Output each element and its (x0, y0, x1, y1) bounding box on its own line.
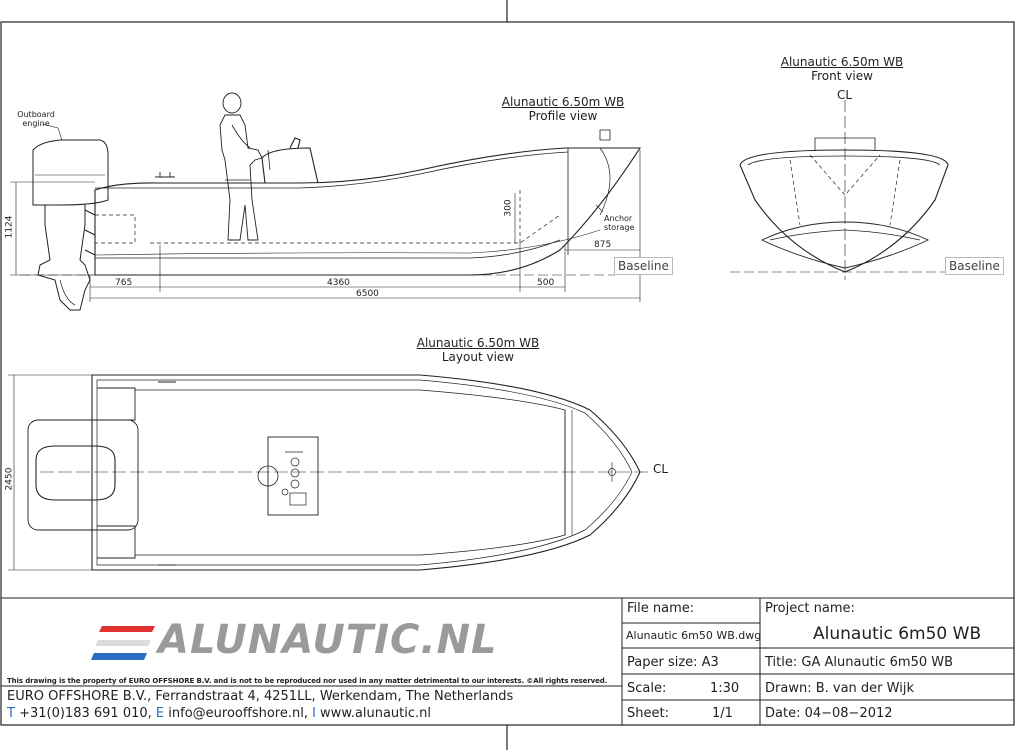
front-subtitle: Front view (811, 69, 873, 83)
copyright-notice: This drawing is the property of EURO OFF… (7, 677, 608, 685)
sheet-label: Sheet: (627, 706, 669, 721)
scale-label: Scale: (627, 681, 667, 696)
company-address: EURO OFFSHORE B.V., Ferrandstraat 4, 425… (7, 689, 514, 704)
outboard-engine (32, 139, 109, 311)
dim-765: 765 (115, 278, 133, 288)
front-cl-label: CL (837, 88, 853, 102)
layout-subtitle: Layout view (441, 350, 515, 364)
layout-title: Alunautic 6.50m WB (416, 336, 540, 350)
file-name-value: Alunautic 6m50 WB.dwg (626, 629, 762, 642)
dim-4360: 4360 (327, 278, 350, 288)
drawn-by: Drawn: B. van der Wijk (765, 681, 914, 696)
email: info@eurooffshore.nl, (164, 706, 308, 721)
layout-view-title: Alunautic 6.50m WB Layout view (393, 336, 563, 364)
email-prefix: E (151, 706, 165, 721)
date: Date: 04−08−2012 (765, 706, 893, 721)
front-title: Alunautic 6.50m WB (780, 55, 904, 69)
hull-profile (94, 147, 642, 276)
sheet-value: 1/1 (712, 706, 733, 721)
project-name-label: Project name: (765, 601, 855, 616)
title-value: Title: GA Alunautic 6m50 WB (765, 655, 954, 670)
front-view-title: Alunautic 6.50m WB Front view (757, 55, 927, 83)
company-contact: T +31(0)183 691 010, E info@eurooffshore… (7, 706, 431, 721)
front-baseline-label: Baseline (945, 257, 1004, 275)
dim-875: 875 (594, 240, 612, 250)
anchor-storage-label: Anchor storage (604, 214, 635, 232)
project-name-value: Alunautic 6m50 WB (813, 624, 982, 644)
phone: +31(0)183 691 010, (14, 706, 152, 721)
console-profile (261, 147, 319, 184)
dim-height: 1124 (4, 215, 15, 239)
profile-title: Alunautic 6.50m WB (501, 95, 625, 109)
dim-500: 500 (537, 278, 555, 288)
profile-dimensions (10, 123, 641, 302)
title-block-grid (1, 597, 1014, 725)
dim-6500: 6500 (356, 289, 379, 299)
phone-prefix: T (7, 706, 15, 721)
outboard-engine-label: Outboard engine (17, 110, 55, 128)
logo-stripes (91, 626, 155, 660)
dim-300: 300 (503, 199, 514, 217)
website: www.alunautic.nl (315, 706, 431, 721)
company-logo: alunautic.nl (158, 617, 498, 663)
paper-size: Paper size: A3 (627, 655, 719, 670)
scale-value: 1:30 (710, 681, 740, 696)
profile-view-title: Alunautic 6.50m WB Profile view (478, 95, 648, 123)
profile-baseline-label: Baseline (614, 257, 673, 275)
profile-view (32, 92, 642, 311)
web-prefix: I (307, 706, 316, 721)
drawing-frame (0, 21, 1015, 726)
layout-view (8, 374, 650, 571)
layout-cl-label: CL (653, 462, 669, 476)
person-figure (219, 92, 263, 241)
profile-subtitle: Profile view (528, 109, 598, 123)
front-view (730, 100, 949, 280)
dim-beam: 2450 (4, 467, 15, 491)
file-name-label: File name: (627, 601, 695, 616)
